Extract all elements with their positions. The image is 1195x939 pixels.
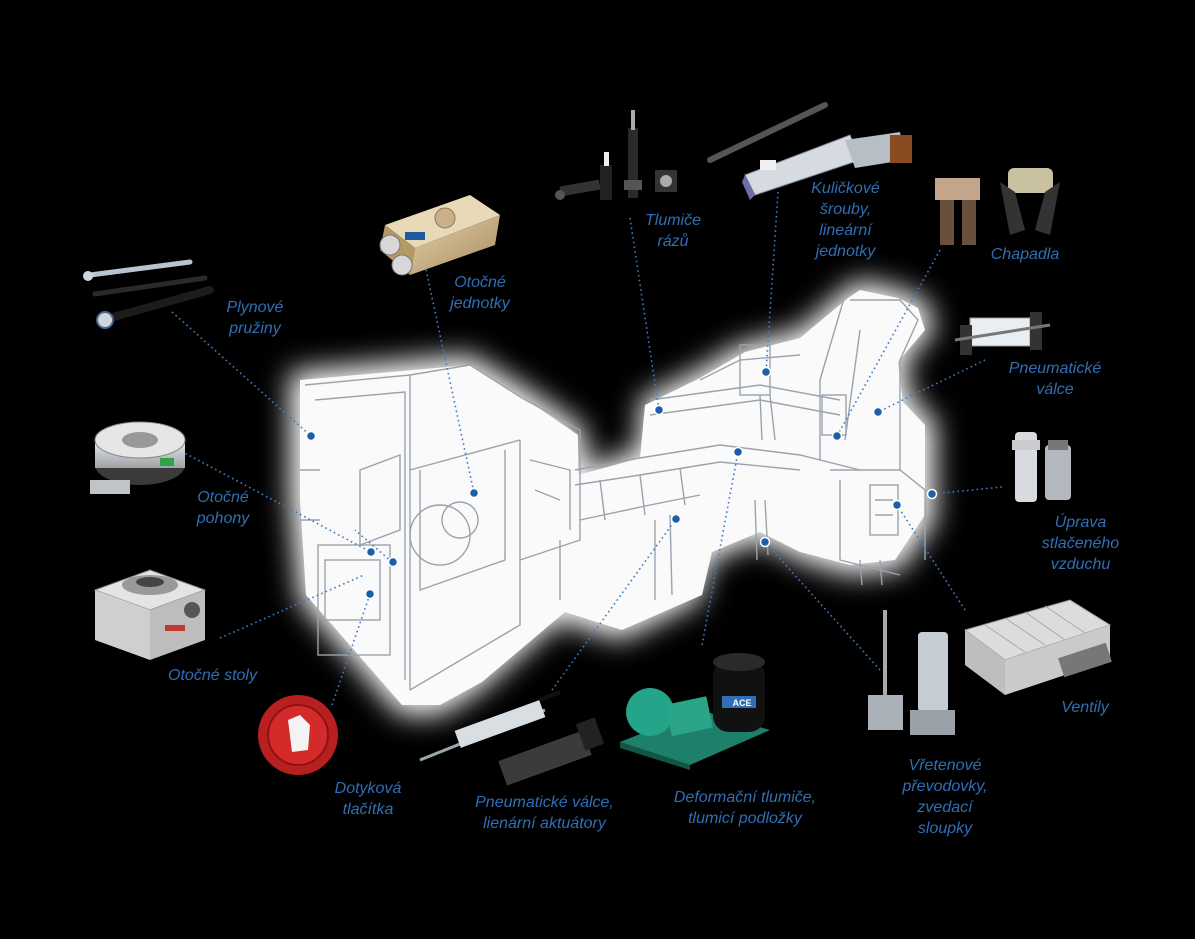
label-line: rázů xyxy=(657,233,689,250)
pneumatic-actuators-icon xyxy=(419,690,605,786)
label-pneumaticke-valce-bottom: Pneumatické válce, lienární aktuátory xyxy=(452,792,637,834)
dot-plynove-pruziny xyxy=(305,430,317,442)
label-deformacni-tlumice: Deformační tlumiče, tlumicí podložky xyxy=(655,787,835,829)
label-plynove-pruziny: Plynové pružiny xyxy=(205,297,305,339)
dot-otocne-pohony xyxy=(365,546,377,558)
label-line: lienární aktuátory xyxy=(483,815,606,832)
dot-tlumice xyxy=(653,404,665,416)
label-line: Otočné xyxy=(454,274,506,291)
label-line: zvedací xyxy=(917,799,973,816)
label-line: Otočné xyxy=(197,489,249,506)
label-line: lineární xyxy=(819,222,872,239)
dot-otocne-pohony-2 xyxy=(387,556,399,568)
label-dotykova-tlacitka: Dotyková tlačítka xyxy=(318,778,418,820)
label-line: pohony xyxy=(196,510,250,527)
label-line: Ventily xyxy=(1061,699,1109,716)
label-kulickove-srouby: Kuličkové šrouby, lineární jednotky xyxy=(798,178,893,262)
label-line: jednotky xyxy=(815,243,876,260)
label-ventily: Ventily xyxy=(1045,697,1125,718)
label-line: válce xyxy=(1036,381,1074,398)
connection-dots xyxy=(305,366,938,600)
linear-unit-icon xyxy=(707,102,912,200)
label-line: jednotky xyxy=(450,295,510,312)
label-line: Chapadla xyxy=(990,246,1060,263)
machine-sketch xyxy=(300,294,926,691)
dot-chapadla xyxy=(831,430,843,442)
dot-deformacni-tlumice xyxy=(732,446,744,458)
grippers-icon xyxy=(935,168,1060,245)
label-pneumaticke-valce-right: Pneumatické válce xyxy=(995,358,1115,400)
rotary-table-icon xyxy=(93,569,207,660)
label-line: stlačeného xyxy=(1041,535,1120,552)
rotary-drive-icon xyxy=(90,421,186,494)
dot-vretenove-prevodovky xyxy=(759,536,771,548)
label-otocne-pohony: Otočné pohony xyxy=(178,487,268,529)
label-line: Deformační tlumiče, xyxy=(673,789,817,806)
label-line: Úprava xyxy=(1054,514,1107,531)
label-line: převodovky, xyxy=(902,778,988,795)
deformation-dampers-icon xyxy=(620,653,770,770)
dot-pneumaticke-valce xyxy=(872,406,884,418)
label-line: Dotyková xyxy=(334,780,402,797)
shock-absorbers-icon xyxy=(555,110,677,200)
label-line: sloupky xyxy=(917,820,973,837)
touch-button-icon xyxy=(258,695,338,775)
label-line: Kuličkové xyxy=(811,180,880,197)
label-uprava-vzduchu: Úprava stlačeného vzduchu xyxy=(1028,512,1133,575)
air-treatment-icon xyxy=(1012,432,1071,502)
label-otocne-jednotky: Otočné jednotky xyxy=(430,272,530,314)
label-line: tlačítka xyxy=(342,801,394,818)
label-line: šrouby, xyxy=(819,201,872,218)
label-line: vzduchu xyxy=(1050,556,1111,573)
label-vretenove-prevodovky: Vřetenové převodovky, zvedací sloupky xyxy=(880,755,1010,839)
rotary-unit-icon xyxy=(379,195,500,276)
label-chapadla: Chapadla xyxy=(980,244,1070,265)
label-otocne-stoly: Otočné stoly xyxy=(150,665,275,686)
dot-kulickove-srouby xyxy=(760,366,772,378)
dot-ventily xyxy=(891,499,903,511)
ace-logo: ACE xyxy=(732,698,752,708)
label-line: pružiny xyxy=(229,320,281,337)
spindle-gearbox-icon xyxy=(868,610,955,735)
dot-pneumaticke-valce-bottom xyxy=(670,513,682,525)
label-line: Vřetenové xyxy=(908,757,982,774)
label-line: Plynové xyxy=(226,299,284,316)
label-line: Otočné stoly xyxy=(168,667,257,684)
pneumatic-cylinder-icon xyxy=(954,312,1051,355)
label-line: Tlumiče xyxy=(644,212,701,229)
label-tlumice-razu: Tlumiče rázů xyxy=(628,210,718,252)
label-line: Pneumatické xyxy=(1008,360,1102,377)
leader-lines xyxy=(159,191,1003,706)
machine-body xyxy=(300,290,925,705)
dot-dotykova-tlacitka xyxy=(364,588,376,600)
gas-springs-icon xyxy=(83,259,214,329)
label-line: Pneumatické válce, xyxy=(475,794,614,811)
dot-uprava-vzduchu xyxy=(926,488,938,500)
dot-otocne-jednotky xyxy=(468,487,480,499)
valves-icon xyxy=(963,599,1112,695)
label-line: tlumicí podložky xyxy=(688,810,802,827)
